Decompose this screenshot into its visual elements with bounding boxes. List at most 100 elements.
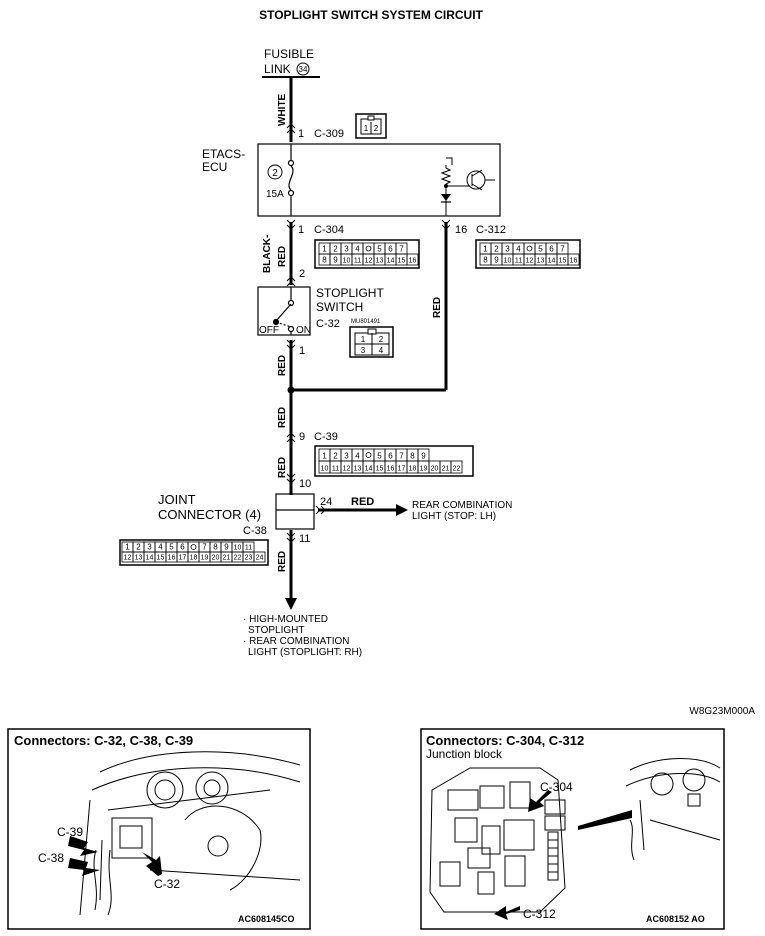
c32-arrow (142, 852, 162, 876)
lock-mark (365, 452, 372, 458)
c39-arrow (68, 836, 98, 856)
pin-number: 19 (420, 466, 428, 473)
pin-number: 9 (333, 256, 338, 265)
c39-pin-top: 9 (299, 431, 305, 443)
c39-name: C-39 (314, 431, 338, 443)
pin-number: 15 (398, 258, 406, 265)
wire-color-red-2: RED (432, 297, 443, 318)
c312-pin: 16 (455, 224, 467, 236)
pin-number: 13 (135, 555, 143, 562)
pin-number: 3 (505, 245, 510, 254)
wire-color-red-1: RED (277, 246, 288, 267)
pin-number: 4 (355, 245, 360, 254)
pin-number: 17 (179, 555, 187, 562)
pin-number: 16 (409, 258, 417, 265)
pin-number: 10 (321, 466, 329, 473)
c312-face (475, 239, 581, 269)
c32-face (349, 326, 394, 358)
pin-number: 12 (124, 555, 132, 562)
pin-number: 9 (494, 256, 499, 265)
c32-pin-2: 2 (379, 335, 384, 344)
right-connector-panel (420, 728, 725, 930)
pin-number: 16 (387, 466, 395, 473)
c304-name: C-304 (314, 224, 344, 236)
arrow-right (396, 504, 408, 516)
c309-name: C-309 (314, 128, 344, 140)
switch-label: STOPLIGHT (316, 286, 384, 300)
pin-number: 21 (442, 466, 450, 473)
pin-number: 9 (224, 543, 229, 552)
output-rear-rh: · REAR COMBINATION (243, 636, 349, 647)
pin-number: 13 (537, 258, 545, 265)
c304-arrow (528, 790, 552, 812)
wire-color-red-5: RED (277, 457, 288, 478)
pin-number: 14 (146, 555, 154, 562)
pin-cell (362, 242, 375, 255)
junction-block-illustration (429, 758, 721, 913)
pin-cell (406, 253, 419, 266)
pin-number: 11 (332, 466, 339, 473)
pin-number: 6 (180, 543, 185, 552)
pin-number: 7 (560, 245, 565, 254)
pin-number: 6 (549, 245, 554, 254)
pin-number: 7 (399, 245, 404, 254)
pin-cell (253, 551, 266, 563)
pin-number: 1 (483, 245, 488, 254)
output-high-mount: · HIGH-MOUNTED (243, 614, 328, 625)
pin-number: 7 (399, 452, 404, 461)
pin-cell (362, 448, 375, 462)
pin-number: 15 (157, 555, 165, 562)
right-panel-subtitle: Junction block (426, 747, 503, 761)
pin-number: 16 (168, 555, 176, 562)
output-rear-lh-2: LIGHT (STOP: LH) (412, 511, 496, 522)
etacs-label: ETACS- (202, 147, 245, 161)
pin-number: 4 (516, 245, 521, 254)
pin-number: 3 (147, 543, 152, 552)
pin-number: 20 (212, 555, 220, 562)
fuse-number: 2 (272, 168, 278, 179)
wire-color-red-3: RED (277, 355, 288, 376)
c38-name: C-38 (243, 525, 267, 537)
pin-cell (187, 541, 200, 553)
fuse-number-circle (267, 164, 283, 180)
switch-contact (272, 287, 295, 335)
etacs-ecu-box (257, 143, 501, 217)
pin-number: 24 (256, 555, 264, 562)
wire-color-black: BLACK- (262, 235, 273, 273)
pin-number: 15 (559, 258, 567, 265)
etacs-label-2: ECU (202, 160, 227, 174)
right-panel-label-c304: C-304 (540, 780, 573, 794)
fusible-link-number: 34 (299, 65, 308, 74)
output-rear-lh: REAR COMBINATION (412, 500, 512, 511)
switch-on-label: ON (296, 325, 311, 336)
fusible-link-number-circle (296, 62, 310, 76)
pin-number: 4 (355, 452, 360, 461)
pin-number: 1 (322, 245, 327, 254)
pin-number: 13 (354, 466, 362, 473)
left-panel-label-c39: C-39 (57, 825, 83, 839)
pin-number: 8 (213, 543, 218, 552)
pin-number: 22 (234, 555, 242, 562)
pin-number: 15 (376, 466, 384, 473)
switch-pin-bottom: 1 (299, 345, 305, 357)
c304-pin: 1 (298, 224, 304, 236)
c309-face (355, 113, 387, 139)
pin-number: 6 (388, 245, 393, 254)
pin-number: 10 (234, 545, 242, 552)
joint-connector-label: JOINT (158, 492, 196, 507)
pin-number: 12 (365, 258, 373, 265)
pin-number: 11 (515, 258, 522, 265)
diagram-title: STOPLIGHT SWITCH SYSTEM CIRCUIT (259, 8, 483, 22)
output-rear-rh-2: LIGHT (STOPLIGHT: RH) (248, 647, 362, 658)
c32-pin-4: 4 (379, 346, 384, 355)
diode-symbol (441, 194, 451, 201)
pin-number: 5 (169, 543, 174, 552)
c38-arrow (68, 858, 100, 876)
right-panel-code: AC608152 AO (646, 914, 705, 924)
pin-number: 19 (201, 555, 209, 562)
lock-mark (365, 245, 372, 252)
right-panel-title: Connectors: C-304, C-312 (426, 733, 584, 748)
